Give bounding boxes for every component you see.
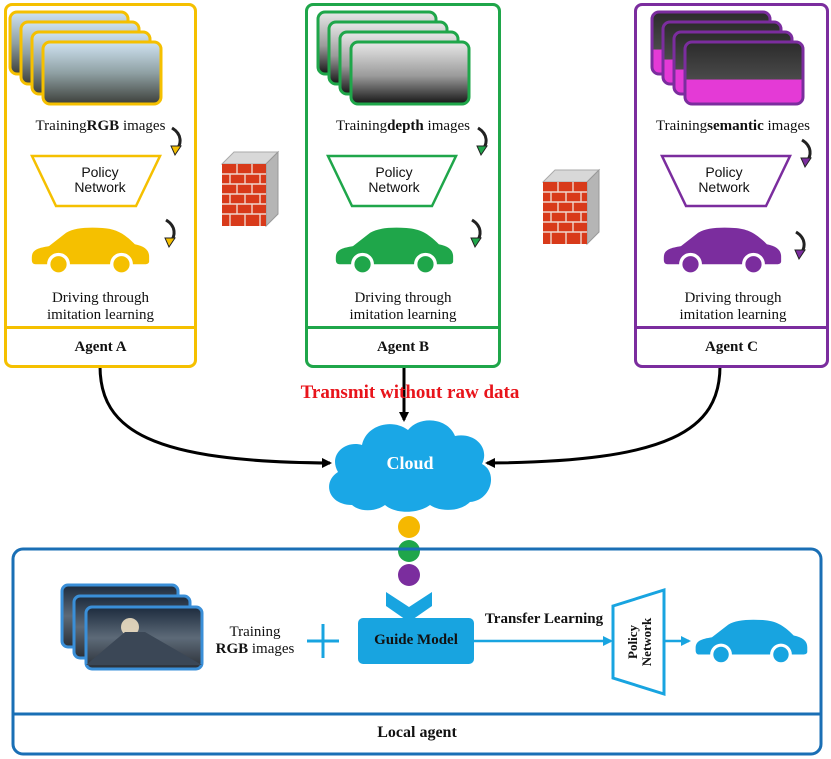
dot-agent-c — [398, 564, 420, 586]
guide-model-box — [358, 618, 474, 664]
agent-c-training-label: Trainingsemantic images — [655, 118, 811, 134]
local-policy-network-shape — [611, 587, 666, 697]
agent-c-image-card — [683, 40, 805, 106]
agent-c-step-arrowhead — [794, 249, 806, 261]
agent-b-policy-network-shape — [326, 154, 458, 208]
agent-b-image-card — [349, 40, 471, 106]
agent-a-training-label: TrainingRGB images — [35, 118, 166, 134]
agent-a-label: Agent A — [7, 326, 194, 365]
local-training-label: Training RGB images — [215, 624, 295, 657]
agent-c-policy-network-shape — [660, 154, 792, 208]
agent-a-step-arrowhead — [164, 237, 176, 249]
agent-b-box: Agent B — [305, 3, 501, 368]
agent-image-stacks — [8, 10, 812, 273]
cloud-label: Cloud — [386, 453, 434, 473]
agent-a-step-arrowhead — [170, 145, 182, 157]
agent-a-box: Agent A — [4, 3, 197, 368]
agent-b-step-arrowhead — [476, 145, 488, 157]
agent-b-label: Agent B — [308, 326, 498, 365]
firewall-icon — [541, 168, 601, 246]
agent-a-policy-network-shape — [30, 154, 162, 208]
agent-c-box: Agent C — [634, 3, 829, 368]
dot-agent-b — [398, 540, 420, 562]
arrow-agent-c-to-cloud — [485, 365, 722, 468]
agent-b-training-label: Trainingdepth images — [335, 118, 471, 134]
agent-c-label: Agent C — [637, 326, 826, 365]
dot-agent-a — [398, 516, 420, 538]
merge-chevron-icon — [386, 592, 432, 622]
arrow-agent-a-to-cloud — [98, 365, 332, 468]
agent-a-image-card — [41, 40, 163, 106]
local-agent-box — [11, 547, 823, 756]
local-image-stack — [60, 583, 204, 671]
firewall-icon — [220, 150, 280, 228]
agent-c-step-arrowhead — [800, 157, 812, 169]
plus-icon — [307, 624, 339, 658]
transmit-label: Transmit without raw data — [300, 382, 520, 403]
transfer-learning-label: Transfer Learning — [484, 611, 604, 627]
local-agent-label: Local agent — [377, 724, 457, 741]
agent-b-step-arrowhead — [470, 237, 482, 249]
cloud-icon — [329, 420, 492, 512]
local-car-icon — [695, 619, 808, 663]
guide-model-label: Guide Model — [374, 632, 458, 648]
